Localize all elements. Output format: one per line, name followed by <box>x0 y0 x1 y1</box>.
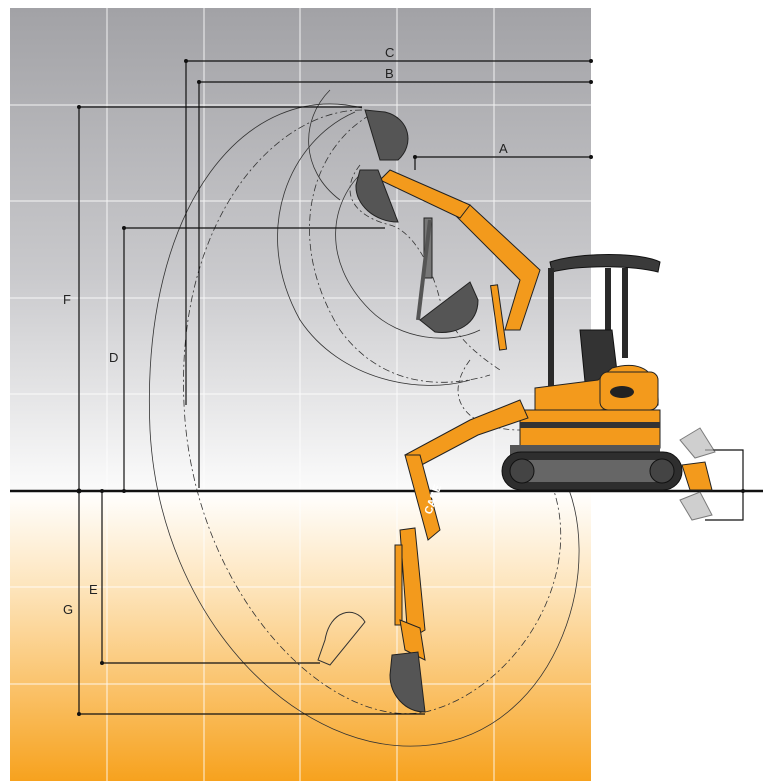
dimension-label-g: G <box>63 602 73 617</box>
dig-linkage <box>399 619 426 661</box>
dimension-label-a: A <box>499 141 508 156</box>
dimension-blade-depth <box>705 491 744 521</box>
working-range-envelopes <box>148 89 580 747</box>
canopy-post-rear-1 <box>605 268 611 368</box>
dozer-blade-lowered <box>679 491 713 521</box>
track-idler-front <box>509 458 535 484</box>
raised-arm-position <box>355 109 541 351</box>
dimension-end-dots <box>76 59 745 716</box>
dig-stick <box>399 527 426 641</box>
dimension-label-c: C <box>385 45 394 60</box>
dimension-blade-height <box>705 449 744 491</box>
dozer-blade-raised <box>679 427 716 459</box>
raised-bucket-curled <box>355 169 399 223</box>
dimension-label-b: B <box>385 66 394 81</box>
raised-boom-cylinder <box>490 284 508 351</box>
outer-reach-envelope <box>148 103 580 747</box>
mid-stick <box>416 219 432 321</box>
swing-base <box>510 445 660 455</box>
canopy-post-front <box>548 268 554 388</box>
upper-arc <box>308 89 341 201</box>
dig-stick-cylinder <box>394 544 403 626</box>
dimension-label-e: E <box>89 582 98 597</box>
canopy-post-rear-2 <box>622 268 628 358</box>
inner-envelope-1 <box>277 111 471 386</box>
dimension-label-d: D <box>109 350 118 365</box>
ghost-bucket-low <box>317 611 366 666</box>
counterweight <box>519 409 661 449</box>
inner-envelope-3 <box>335 169 481 339</box>
body-stripe <box>520 422 660 428</box>
hood-badge <box>610 386 634 398</box>
boom-lower <box>404 454 441 541</box>
dozer-blade <box>681 461 713 491</box>
dimension-label-f: F <box>63 292 71 307</box>
dig-bucket <box>389 651 426 713</box>
track-sprocket-rear <box>649 458 675 484</box>
canopy-roof <box>549 254 661 273</box>
mid-bucket <box>419 281 479 334</box>
track-frame <box>515 460 670 482</box>
excavator-machine: CASE <box>317 254 716 713</box>
raised-bucket-top <box>364 109 409 161</box>
rear-swing-arc <box>457 359 521 431</box>
